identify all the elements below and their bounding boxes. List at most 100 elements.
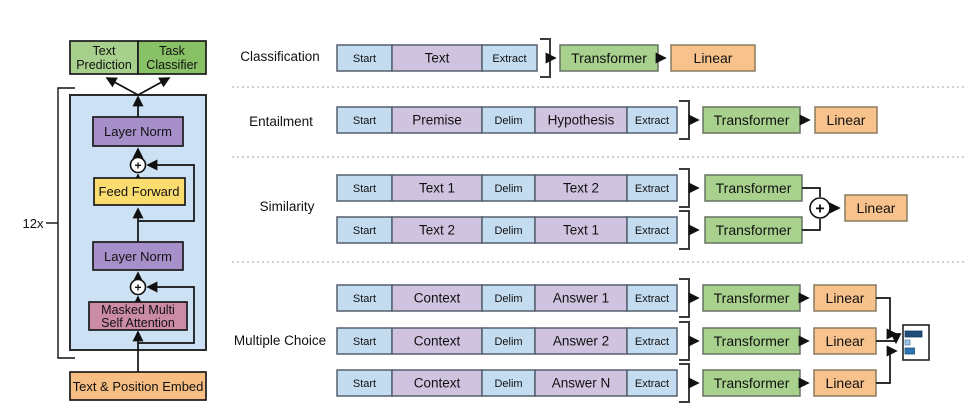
text-prediction-label-line2: Prediction: [76, 58, 132, 72]
token-text2-label: Text 2: [563, 181, 599, 196]
token-start-label: Start: [353, 378, 376, 390]
transformer-label: Transformer: [714, 112, 790, 128]
sequence-bracket: [679, 100, 690, 140]
token-start-label: Start: [353, 336, 376, 348]
token-delim-label: Delim: [494, 183, 522, 195]
feed-forward-box: [93, 177, 186, 206]
arrow-to-text-prediction: [105, 77, 139, 96]
transformer-label: Transformer: [714, 290, 790, 306]
token-start-box: [336, 174, 393, 202]
sequence-bracket: [679, 321, 690, 361]
masked-attention-box: [88, 301, 188, 331]
residual-add-top-circle: [129, 156, 147, 174]
token-start-box: [336, 44, 393, 72]
transformer-box: [702, 284, 801, 312]
task-multiple-choice: Multiple Choice Start Context Delim Answ…: [234, 278, 930, 403]
residual-connection-top: [138, 159, 195, 222]
token-delim-box: [481, 216, 536, 244]
token-start-label: Start: [353, 53, 376, 65]
layer-norm-bottom-label: Layer Norm: [104, 249, 172, 264]
token-extract-label: Extract: [635, 293, 669, 305]
section-label-multiple-choice: Multiple Choice: [234, 333, 326, 348]
token-extract-box: [481, 44, 538, 72]
add-plus: +: [815, 201, 824, 218]
token-text-label: Text: [425, 51, 450, 66]
token-extract-label: Extract: [635, 336, 669, 348]
token-answer2-box: [534, 327, 628, 355]
token-delim-box: [481, 174, 536, 202]
section-label-similarity: Similarity: [260, 199, 315, 214]
task-similarity: Similarity Start Text 1 Delim Text 2 Ext…: [260, 168, 908, 250]
linear-label: Linear: [826, 375, 865, 391]
score-bar-2: [904, 339, 911, 346]
task-entailment: Entailment Start Premise Delim Hypothesi…: [249, 100, 878, 140]
linear-label: Linear: [826, 333, 865, 349]
linear-box: [813, 284, 877, 312]
token-start-box: [336, 369, 393, 397]
token-extract-box: [626, 216, 678, 244]
token-context-label: Context: [414, 376, 461, 391]
linear-box: [844, 194, 908, 222]
text-prediction-label-line1: Text: [93, 44, 116, 58]
linear-box: [670, 44, 756, 72]
token-start-label: Start: [353, 115, 376, 127]
token-start-box: [336, 284, 393, 312]
token-start-box: [336, 216, 393, 244]
token-extract-box: [626, 174, 678, 202]
token-text1-box: [534, 216, 628, 244]
token-extract-box: [626, 327, 678, 355]
connector-linear1-to-scores: [876, 297, 898, 340]
token-start-label: Start: [353, 183, 376, 195]
sequence-bracket: [679, 363, 690, 403]
transformer-label: Transformer: [716, 222, 792, 238]
token-extract-label: Extract: [635, 115, 669, 127]
token-answer2-label: Answer 2: [553, 334, 609, 349]
masked-attention-label-line1: Masked Multi: [101, 303, 175, 317]
transformer-label: Transformer: [714, 375, 790, 391]
token-context-label: Context: [414, 334, 461, 349]
connector-transformer1-to-add: [802, 187, 821, 197]
linear-label: Linear: [694, 50, 733, 66]
token-premise-label: Premise: [412, 113, 462, 128]
connector-linear3-to-scores: [876, 345, 898, 384]
layer-norm-bottom-box: [92, 241, 184, 271]
section-label-entailment: Entailment: [249, 114, 313, 129]
embedding-label: Text & Position Embed: [73, 379, 204, 394]
section-label-classification: Classification: [240, 49, 320, 64]
score-bar-3: [904, 347, 915, 355]
layer-norm-top-label: Layer Norm: [104, 124, 172, 139]
task-classifier-label-line1: Task: [159, 44, 185, 58]
sequence-bracket: [540, 38, 551, 78]
token-delim-label: Delim: [494, 225, 522, 237]
token-text1-box: [391, 174, 483, 202]
token-text1-label: Text 1: [563, 223, 599, 238]
token-delim-label: Delim: [494, 336, 522, 348]
arrow-to-task-classifier: [137, 77, 171, 96]
task-classifier-box: [137, 40, 207, 75]
linear-box: [814, 106, 878, 134]
repeat-count-label: 12x: [23, 216, 44, 231]
linear-box: [813, 369, 877, 397]
residual-add-top-plus: +: [134, 159, 141, 173]
score-bar-1: [904, 330, 923, 338]
token-answer1-label: Answer 1: [553, 291, 609, 306]
connector-transformer2-to-add: [802, 219, 821, 231]
residual-add-bottom-circle: [129, 278, 147, 296]
residual-add-bottom-plus: +: [134, 281, 141, 295]
token-answerN-label: Answer N: [552, 376, 611, 391]
transformer-block-diagram: 12x Text Prediction Task Classifier Laye…: [23, 40, 207, 401]
token-extract-label: Extract: [635, 378, 669, 390]
linear-label: Linear: [857, 200, 896, 216]
token-context-label: Context: [414, 291, 461, 306]
token-start-label: Start: [353, 225, 376, 237]
token-delim-label: Delim: [494, 115, 522, 127]
layer-norm-top-box: [92, 116, 184, 147]
token-text2-label: Text 2: [419, 223, 455, 238]
sequence-bracket: [679, 210, 690, 250]
linear-label: Linear: [826, 290, 865, 306]
token-start-label: Start: [353, 293, 376, 305]
connector-linear2-to-scores: [876, 333, 902, 345]
residual-connection-bottom: [138, 281, 195, 344]
token-extract-box: [626, 369, 678, 397]
